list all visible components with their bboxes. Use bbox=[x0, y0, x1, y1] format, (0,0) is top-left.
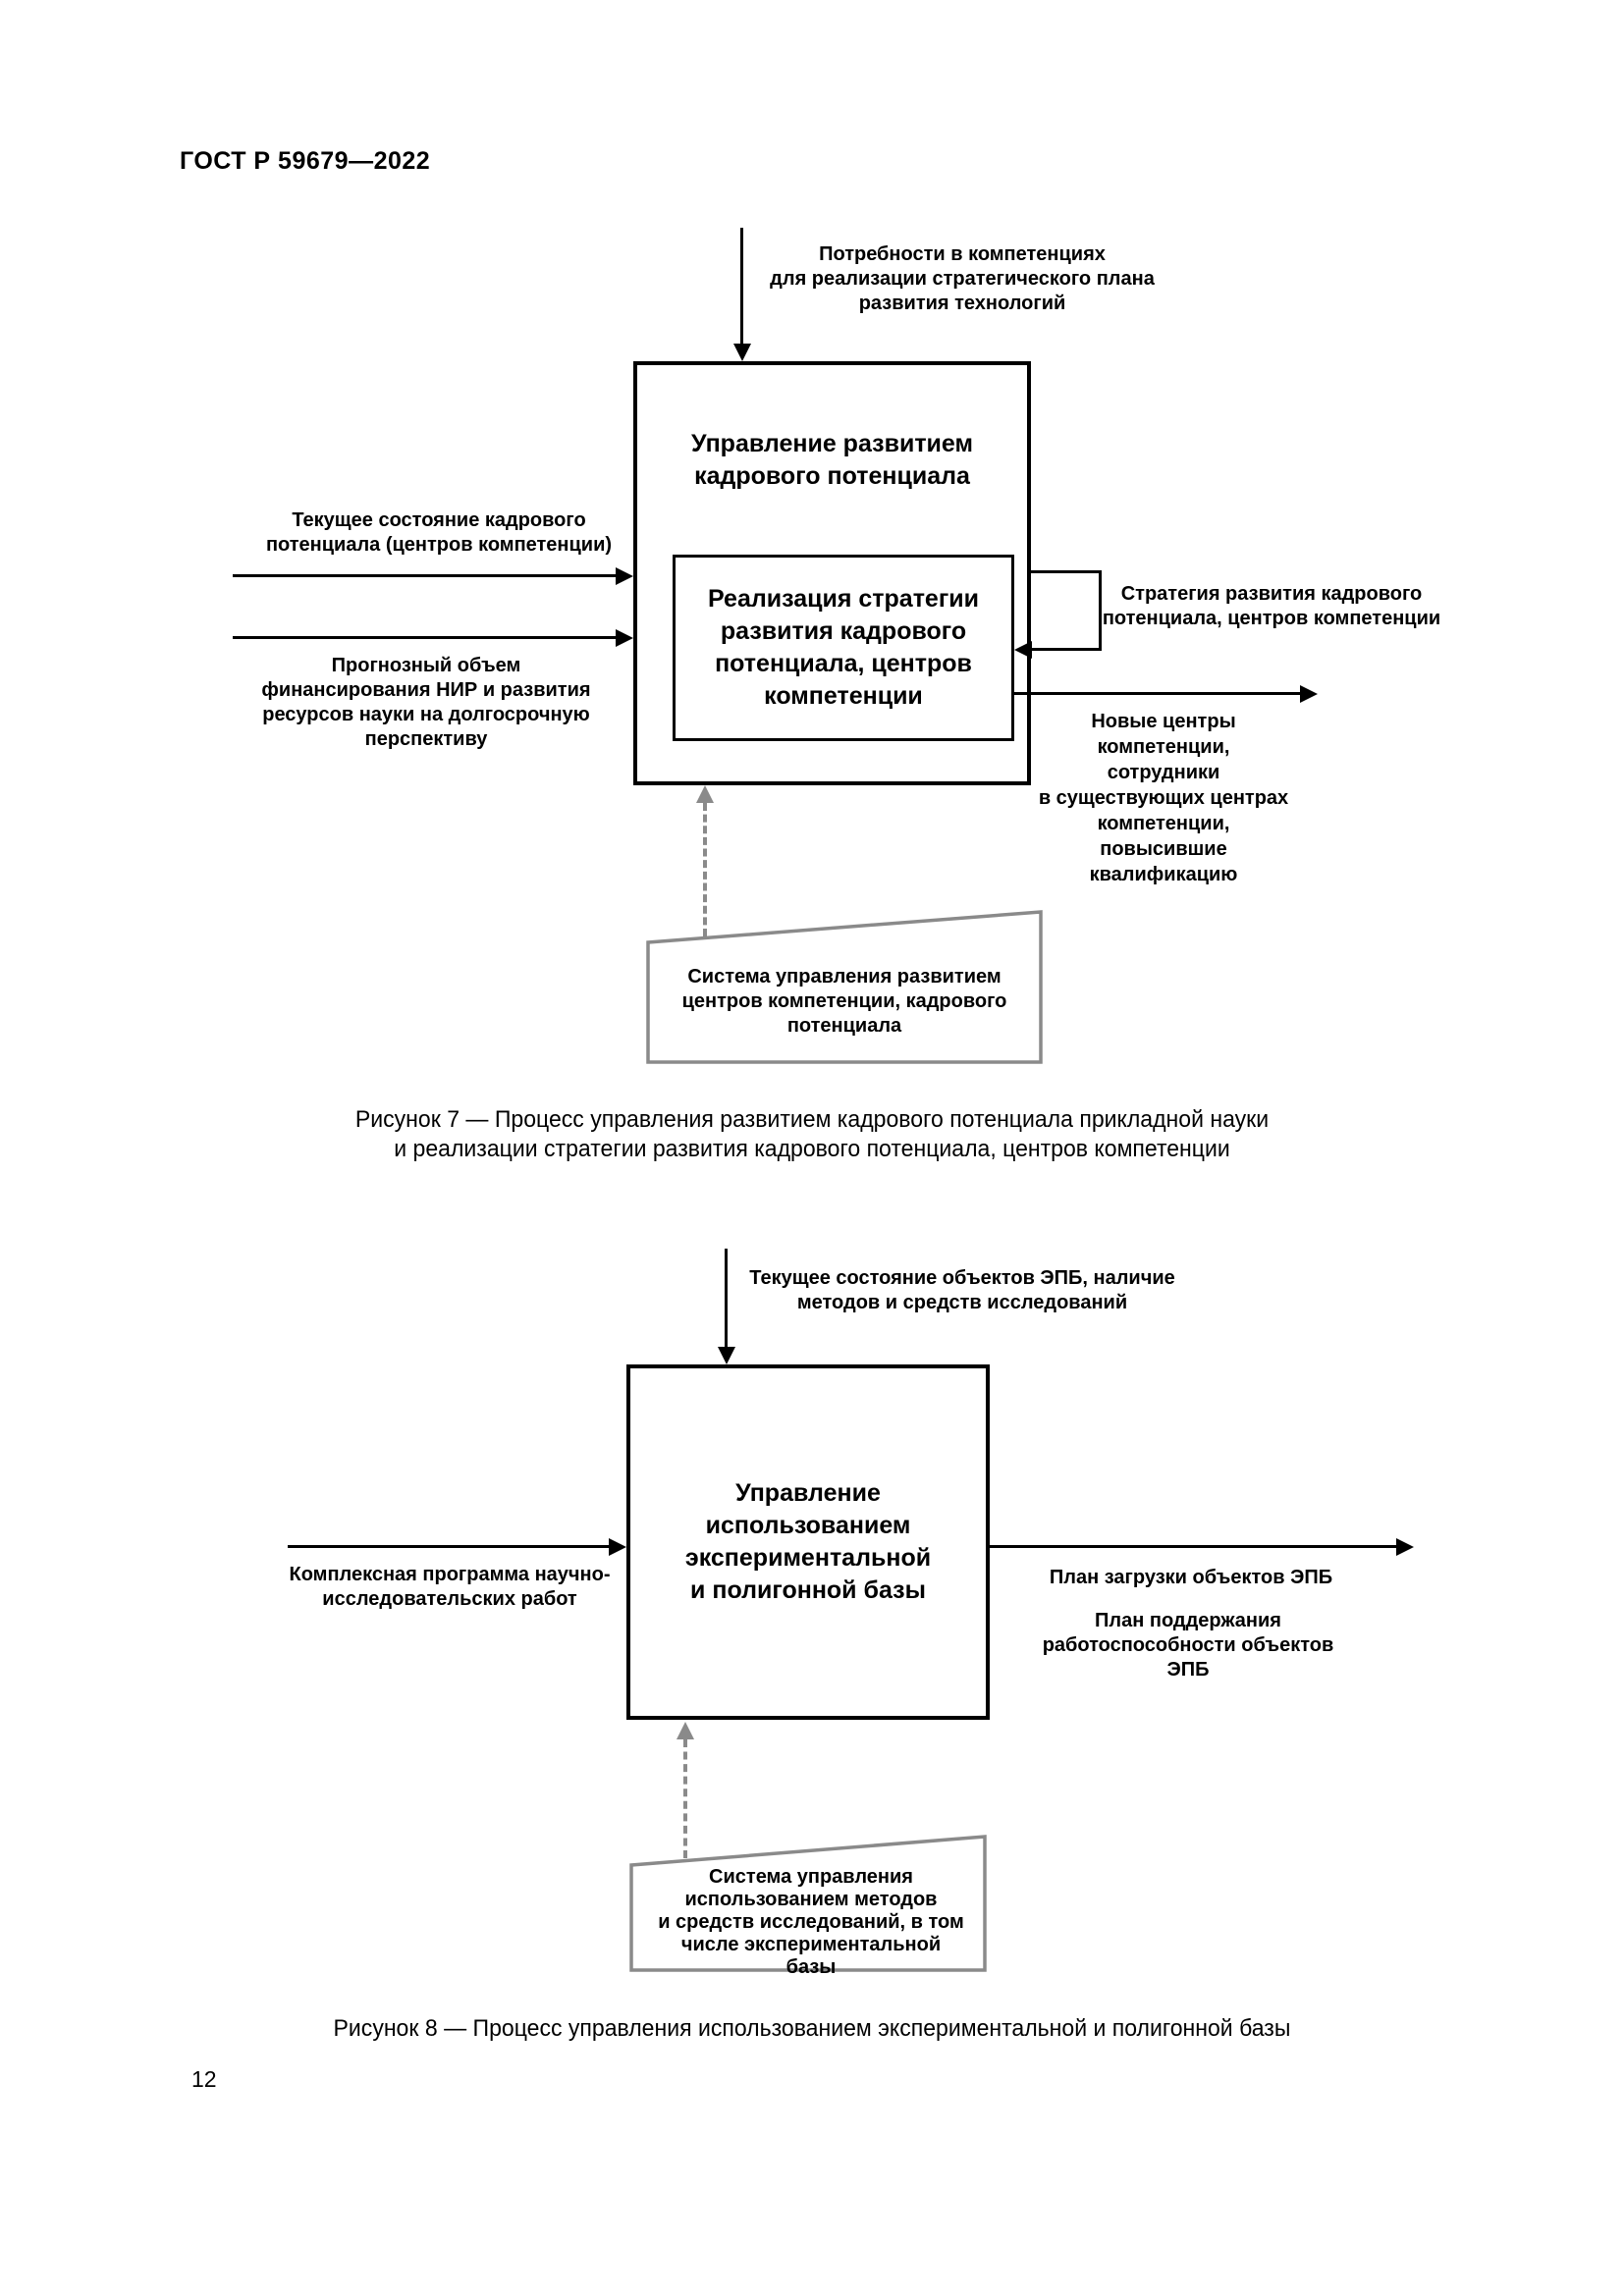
fig7-left-input1-arrowhead-icon bbox=[616, 567, 633, 585]
fig8-mechanism-trapezoid bbox=[629, 1835, 987, 1972]
fig7-top-input-label: Потребности в компетенциях для реализаци… bbox=[770, 243, 1155, 314]
fig8-output-arrow-line bbox=[990, 1545, 1396, 1548]
fig8-top-input-label: Текущее состояние объектов ЭПБ, наличие … bbox=[749, 1267, 1175, 1313]
fig8-top-input-arrowhead-icon bbox=[718, 1347, 735, 1364]
fig8-mechanism-dashed-line bbox=[683, 1739, 687, 1858]
fig8-mechanism-arrowhead-icon bbox=[677, 1722, 694, 1739]
doc-header-code: ГОСТ Р 59679—2022 bbox=[180, 147, 431, 175]
fig8-process-box: Управление использованием эксперименталь… bbox=[626, 1364, 990, 1720]
fig7-subprocess-label: Реализация стратегии развития кадрового … bbox=[707, 585, 979, 710]
fig8-mechanism-label: Система управления использованием методо… bbox=[658, 1866, 964, 1978]
fig7-subprocess-box: Реализация стратегии развития кадрового … bbox=[673, 555, 1014, 741]
fig8-output1-label: План загрузки объектов ЭПБ bbox=[1049, 1567, 1333, 1588]
fig7-output-arrow-line bbox=[1014, 692, 1300, 695]
fig7-feedback-line-right bbox=[1099, 570, 1102, 651]
fig8-output2-label: План поддержания работоспособности объек… bbox=[1042, 1610, 1334, 1681]
fig7-top-input-arrowhead-icon bbox=[733, 344, 751, 361]
fig8-process-title: Управление использованием эксперименталь… bbox=[684, 1479, 932, 1604]
fig7-feedback-arrowhead-icon bbox=[1014, 641, 1032, 659]
fig7-output-label: Новые центры компетенции, сотрудники в с… bbox=[1038, 711, 1289, 885]
fig7-feedback-label: Стратегия развития кадрового потенциала,… bbox=[1102, 583, 1441, 629]
fig7-top-input-arrow-line bbox=[740, 228, 743, 346]
page-number: 12 bbox=[191, 2066, 217, 2092]
fig7-mechanism-trapezoid bbox=[646, 910, 1043, 1064]
fig8-caption: Рисунок 8 — Процесс управления использов… bbox=[333, 2015, 1291, 2042]
fig7-left-input1-arrow-line bbox=[233, 574, 616, 577]
fig7-left-input2-arrowhead-icon bbox=[616, 629, 633, 647]
fig8-output-arrowhead-icon bbox=[1396, 1538, 1414, 1556]
fig7-mechanism-label: Система управления развитием центров ком… bbox=[681, 966, 1007, 1037]
fig7-feedback-line-bottom bbox=[1030, 648, 1100, 651]
fig8-mechanism-shape bbox=[629, 1835, 987, 1972]
fig7-left-input2-label: Прогнозный объем финансирования НИР и ра… bbox=[261, 655, 591, 750]
fig8-left-input-arrow-line bbox=[288, 1545, 609, 1548]
fig7-left-input1-label: Текущее состояние кадрового потенциала (… bbox=[265, 509, 613, 556]
fig8-left-input-label: Комплексная программа научно- исследоват… bbox=[289, 1564, 611, 1610]
fig7-caption: Рисунок 7 — Процесс управления развитием… bbox=[354, 1106, 1270, 1162]
fig8-left-input-arrowhead-icon bbox=[609, 1538, 626, 1556]
fig7-process-title: Управление развитием кадрового потенциал… bbox=[690, 430, 973, 490]
fig7-left-input2-arrow-line bbox=[233, 636, 616, 639]
fig7-output-arrowhead-icon bbox=[1300, 685, 1318, 703]
fig7-mechanism-shape bbox=[646, 910, 1043, 1064]
fig7-mechanism-arrowhead-icon bbox=[696, 785, 714, 803]
fig7-feedback-line-top bbox=[1029, 570, 1102, 573]
fig8-top-input-arrow-line bbox=[725, 1249, 728, 1347]
fig7-mechanism-dashed-line bbox=[703, 803, 707, 936]
